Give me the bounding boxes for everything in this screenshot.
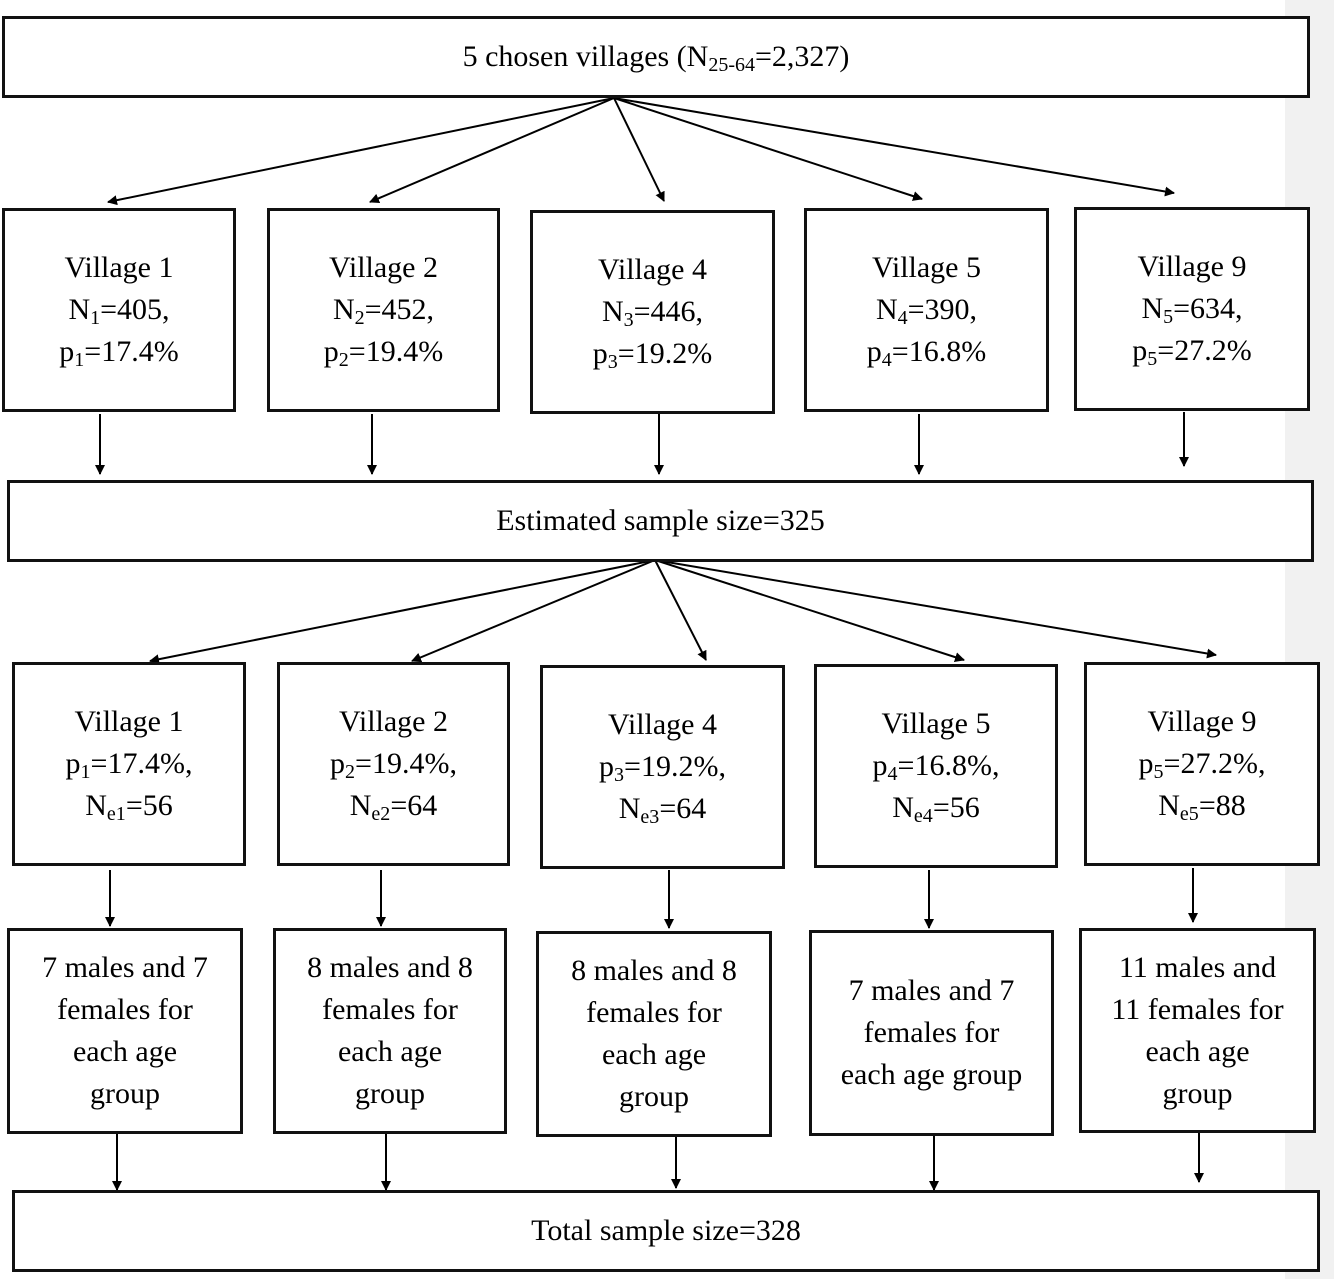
arrow-top-to-village-2 [369, 97, 615, 204]
village-proportion: p2=19.4% [323, 335, 444, 371]
village-box-row1: Village 1 N1=405, p1=17.4% [2, 208, 236, 412]
village-title: Village 4 [598, 253, 707, 286]
estimated-sample-box: Estimated sample size=325 [7, 480, 1314, 562]
total-sample-box: Total sample size=328 [12, 1190, 1320, 1272]
village-title: Village 2 [329, 251, 438, 284]
total-sample-label: Total sample size=328 [531, 1214, 801, 1247]
sex-allocation-box: 7 males and 7 females for each age group [7, 928, 243, 1134]
village-title: Village 1 [74, 705, 184, 738]
allocation-line: group [1162, 1076, 1233, 1110]
allocation-line: 11 males and [1118, 950, 1277, 984]
allocation-line: females for [863, 1016, 1000, 1049]
allocation-line: group [90, 1077, 160, 1110]
estimated-sample-label: Estimated sample size=325 [496, 504, 825, 537]
village-population: N4=390, [875, 293, 978, 329]
village-title: Village 5 [881, 707, 991, 740]
village-box-row1: Village 5 N4=390, p4=16.8% [804, 208, 1049, 412]
allocation-line: each age [337, 1035, 443, 1068]
village-sample-size: Ne1=56 [85, 789, 173, 825]
arrow-estimated-to-village-4 [654, 559, 707, 661]
village-box-row1: Village 2 N2=452, p2=19.4% [267, 208, 500, 412]
arrow-estimated-to-village-2 [411, 559, 656, 663]
allocation-line: each age [1145, 1034, 1250, 1068]
village-sample-size: Ne2=64 [349, 789, 438, 825]
sex-allocation-box: 11 males and 11 females for each age gro… [1079, 928, 1316, 1133]
village-sample-size: Ne4=56 [892, 791, 980, 827]
allocation-line: 8 males and 8 [571, 954, 737, 987]
arrow-estimated-to-village-1 [149, 559, 656, 665]
village-proportion: p4=16.8%, [872, 749, 1000, 785]
village-box-row1: Village 4 N3=446, p3=19.2% [530, 210, 775, 414]
allocation-line: each age [72, 1035, 178, 1068]
arrow-top-to-village-1 [107, 97, 615, 206]
chosen-villages-box: 5 chosen villages (N25-64=2,327) [2, 16, 1310, 98]
village-box-row2: Village 2 p2=19.4%, Ne2=64 [277, 662, 510, 866]
allocation-line: group [355, 1077, 425, 1110]
village-proportion: p1=17.4%, [65, 747, 193, 783]
allocation-line: 11 females for [1111, 992, 1284, 1026]
village-population: N5=634, [1141, 292, 1243, 328]
village-proportion: p2=19.4%, [330, 747, 457, 783]
arrow-top-to-village-4 [613, 97, 665, 202]
allocation-line: 8 males and 8 [307, 951, 473, 984]
village-sample-size: Ne3=64 [618, 792, 707, 828]
allocation-line: 7 males and 7 [848, 974, 1015, 1007]
arrow-top-to-village-9 [613, 97, 1175, 197]
village-title: Village 4 [608, 708, 717, 741]
village-box-row2: Village 4 p3=19.2%, Ne3=64 [540, 665, 785, 869]
village-title: Village 2 [339, 705, 448, 738]
sex-allocation-box: 7 males and 7 females for each age group [809, 930, 1054, 1136]
village-title: Village 9 [1147, 705, 1257, 738]
sex-allocation-box: 8 males and 8 females for each age group [273, 928, 507, 1134]
chosen-villages-label: 5 chosen villages (N25-64=2,327) [462, 40, 850, 76]
sex-allocation-box: 8 males and 8 females for each age group [536, 931, 772, 1137]
village-proportion: p4=16.8% [866, 335, 987, 371]
village-population: N2=452, [332, 293, 435, 329]
village-box-row2: Village 5 p4=16.8%, Ne4=56 [814, 664, 1058, 868]
village-proportion: p3=19.2%, [599, 750, 726, 786]
allocation-line: each age group [840, 1058, 1023, 1091]
village-population: N1=405, [68, 293, 170, 329]
allocation-line: group [619, 1080, 689, 1113]
village-title: Village 5 [872, 251, 981, 284]
allocation-line: females for [57, 993, 193, 1026]
village-box-row2: Village 1 p1=17.4%, Ne1=56 [12, 662, 246, 866]
village-box-row2: Village 9 p5=27.2%, Ne5=88 [1084, 662, 1320, 866]
village-population: N3=446, [601, 295, 704, 331]
village-proportion: p1=17.4% [59, 335, 179, 371]
village-proportion: p5=27.2%, [1138, 747, 1266, 783]
allocation-line: each age [601, 1038, 707, 1071]
arrow-top-to-village-5 [613, 97, 923, 201]
allocation-line: 7 males and 7 [42, 951, 208, 984]
arrow-estimated-to-village-5 [654, 559, 965, 662]
allocation-line: females for [586, 996, 722, 1029]
village-box-row1: Village 9 N5=634, p5=27.2% [1074, 207, 1310, 411]
allocation-line: females for [322, 993, 458, 1026]
village-proportion: p5=27.2% [1132, 334, 1252, 370]
village-title: Village 1 [64, 251, 174, 284]
arrow-estimated-to-village-9 [654, 559, 1217, 659]
village-proportion: p3=19.2% [592, 337, 713, 373]
village-title: Village 9 [1137, 250, 1247, 283]
village-sample-size: Ne5=88 [1158, 789, 1246, 825]
